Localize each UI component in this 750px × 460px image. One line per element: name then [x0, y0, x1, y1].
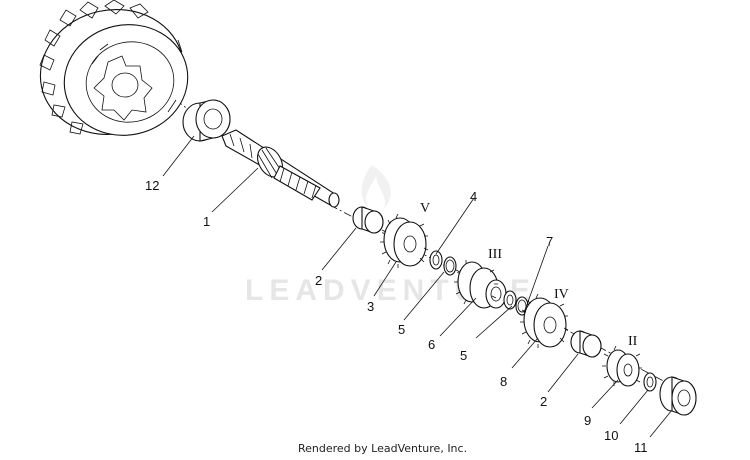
gear-v [380, 213, 429, 268]
watermark-logo [361, 165, 391, 208]
bearing-12 [182, 99, 231, 142]
callout-3: 3 [367, 299, 374, 314]
main-shaft [221, 129, 340, 208]
callout-2: 2 [540, 394, 547, 409]
footer-credit: Rendered by LeadVenture, Inc. [298, 442, 467, 455]
callout-9: 9 [584, 413, 591, 428]
callout-5: 5 [460, 348, 467, 363]
gear-label-iv: IV [554, 287, 569, 302]
callout-5: 5 [398, 322, 405, 337]
clutch-basket [39, 0, 189, 136]
callout-4: 4 [470, 189, 477, 204]
washer-10 [643, 372, 657, 392]
callout-numbers: 12 1 2 3 4 5 6 5 7 8 2 9 10 11 [145, 178, 648, 455]
bushing-2 [570, 330, 602, 358]
bearing-11 [659, 376, 697, 416]
callout-10: 10 [604, 428, 618, 443]
gear-iii [454, 260, 507, 309]
callout-8: 8 [500, 374, 507, 389]
gear-iv [520, 293, 569, 348]
gear-labels: V III IV II [420, 201, 638, 349]
callout-11: 11 [634, 440, 648, 455]
callout-1: 1 [203, 214, 210, 229]
gear-label-v: V [420, 201, 430, 216]
callout-6: 6 [428, 337, 435, 352]
circlip-4 [443, 256, 457, 276]
gear-label-ii: II [628, 334, 638, 349]
thrust-washer [503, 290, 517, 310]
callout-12: 12 [145, 178, 159, 193]
leader-lines [162, 135, 673, 438]
callout-7: 7 [546, 234, 553, 249]
gear-label-iii: III [488, 247, 502, 262]
callout-2: 2 [315, 273, 322, 288]
gear-ii [602, 345, 642, 387]
bushing-2 [352, 206, 384, 234]
thrust-washer [429, 250, 443, 270]
